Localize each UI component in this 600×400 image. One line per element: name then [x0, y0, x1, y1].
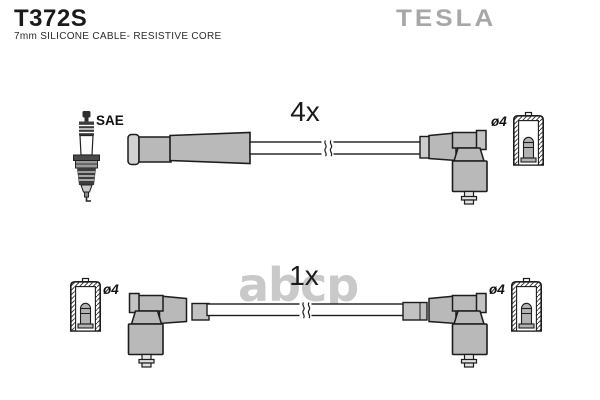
boot-cap-cross-section-icon [510, 277, 543, 332]
angled-boot-icon [127, 292, 188, 368]
part-number: T372S [14, 5, 88, 32]
angled-boot-icon [428, 129, 488, 205]
quantity-label-4x: 4x [290, 96, 320, 127]
angled-boot-icon [428, 292, 488, 368]
boot-cap-cross-section-icon [70, 277, 101, 332]
boot-cap-cross-section-icon [512, 111, 545, 166]
quantity-label-1x: 1x [289, 260, 319, 291]
cable-coupling [402, 301, 428, 321]
brand-logo: TESLA [396, 4, 497, 32]
diameter-label: ø4 [491, 114, 507, 129]
part-description: 7mm SILICONE CABLE- RESISTIVE CORE [14, 31, 222, 42]
ignition-cable-1x-icon [206, 302, 405, 319]
spark-plug-icon [73, 111, 100, 202]
ignition-cable-4x-icon [249, 140, 426, 157]
diameter-label: ø4 [103, 282, 119, 297]
diameter-label: ø4 [489, 282, 505, 297]
sae-label: SAE [96, 113, 124, 128]
watermark: abcp [238, 258, 358, 312]
straight-boot-icon [127, 131, 251, 166]
